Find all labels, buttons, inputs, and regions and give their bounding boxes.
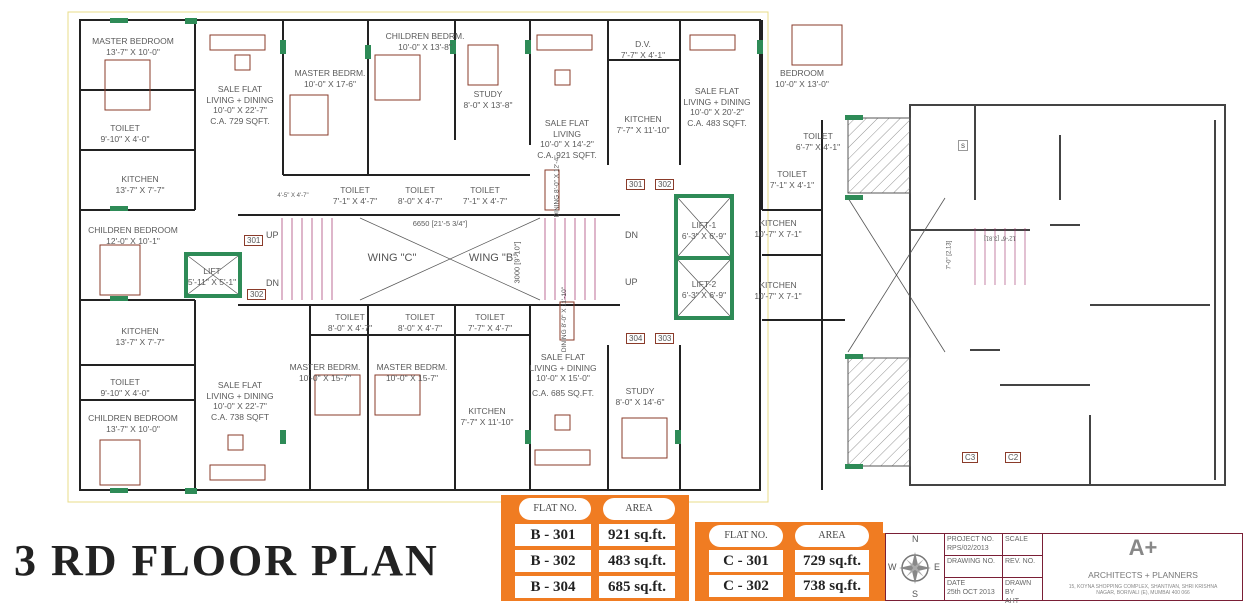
area-cell: 685 sq.ft. (599, 576, 675, 598)
stair-dimension: 7'-0" [2.13] (946, 240, 953, 270)
compass-rose-icon: N S W E (886, 534, 945, 600)
hatched-duct-top (847, 117, 911, 194)
stairs-core (281, 218, 596, 300)
door-number: 302 (247, 289, 267, 300)
area-cell: 921 sq.ft. (599, 524, 675, 546)
open-shaft (847, 197, 946, 353)
door-number: 304 (626, 333, 646, 344)
room-label: D.V.7'-7" X 4'-1" (620, 39, 666, 60)
furniture (99, 24, 843, 486)
firm-address: 15, KOYNA SHOPPING COMPLEX, SHANTIVAN, S… (1068, 584, 1218, 596)
dining-label: DINING 8'-0" X 12'-4" (553, 155, 561, 218)
flat-no-cell: B - 301 (515, 524, 591, 546)
flat-no-cell: B - 302 (515, 550, 591, 572)
stairs-right (974, 228, 1026, 285)
project-no-cell: PROJECT NO.RPS/02/2013 (945, 534, 1003, 556)
table-header: AREA (795, 525, 869, 547)
c3-marker: C3 (962, 452, 979, 463)
c2-marker: C2 (1005, 452, 1022, 463)
flat-no-cell: C - 302 (709, 575, 783, 597)
area-cell: 483 sq.ft. (599, 550, 675, 572)
flat-no-cell: C - 301 (709, 550, 783, 572)
hatched-duct-bottom (847, 357, 911, 467)
dining-label: DINING 8'-0" X 11'-10" (561, 286, 569, 353)
drawing-no-cell: DRAWING NO. (945, 556, 1003, 578)
table-header: FLAT NO. (519, 498, 591, 520)
boundary-lines (67, 11, 769, 503)
stair-down-label: DN (625, 230, 638, 240)
door-number: 302 (655, 179, 675, 190)
width-dimension: 6650 [21'-5 3/4"] (412, 219, 468, 228)
flat-no-cell: B - 304 (515, 576, 591, 598)
walls (79, 19, 845, 491)
wing-b-label: WING "B" (468, 252, 518, 264)
door-number: 301 (244, 235, 264, 246)
room-label: 4'-5" X 4'-7" (277, 193, 309, 199)
page-title: 3 RD FLOOR PLAN (14, 536, 439, 585)
room-label: MASTER BEDRM.10'-0" X 15-7" (376, 362, 448, 383)
table-header: AREA (603, 498, 675, 520)
lift-shafts (184, 194, 734, 320)
stair-up-label: UP (625, 277, 638, 287)
door-number: 303 (655, 333, 675, 344)
orange-divider (883, 533, 886, 601)
firm-logo: A+ (1128, 535, 1158, 560)
stair-dimension: 12'-6" [3.81] (984, 234, 1016, 241)
height-dimension: 3000 [9'-10"] (512, 241, 522, 284)
s-marker: s (958, 140, 968, 151)
area-cell: 729 sq.ft. (795, 550, 869, 572)
door-number: 301 (626, 179, 646, 190)
wing-c-area-table: FLAT NO. AREA C - 301 729 sq.ft. C - 302… (695, 522, 883, 601)
stair-up-label: UP (266, 230, 279, 240)
table-header: FLAT NO. (709, 525, 783, 547)
windows (110, 18, 863, 494)
room-label: MASTER BEDRM.10'-0" X 17-6" (294, 68, 366, 89)
room-label: CHILDREN BEDRM.10'-0" X 13'-8" (385, 31, 465, 52)
firm-name: ARCHITECTS + PLANNERS (1088, 570, 1198, 580)
wing-c-label: WING "C" (367, 252, 417, 264)
wing-b-area-table: FLAT NO. AREA B - 301 921 sq.ft. B - 302… (501, 495, 689, 601)
title-block: N S W E PROJECT NO.RPS/02/2013 SCALE DRA… (885, 533, 1243, 605)
lift-crosses (187, 197, 731, 317)
rev-no-cell: REV. NO. (1003, 556, 1043, 578)
area-cell: 738 sq.ft. (795, 575, 869, 597)
stair-down-label: DN (266, 278, 279, 288)
scale-cell: SCALE (1003, 534, 1043, 556)
right-block-walls (909, 104, 1226, 486)
room-label: MASTER BEDRM.10'-0" X 15-7" (289, 362, 361, 383)
